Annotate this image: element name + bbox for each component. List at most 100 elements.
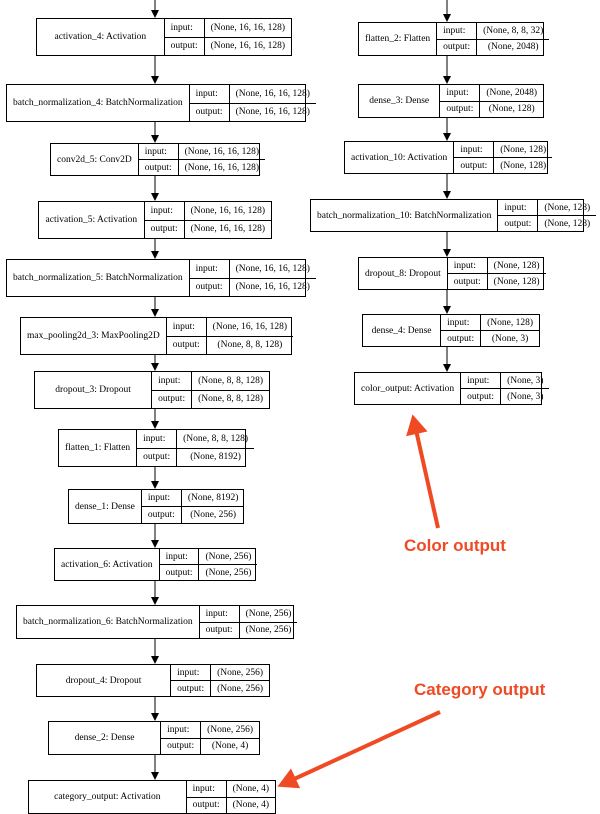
layer-label: category_output: Activation xyxy=(54,792,161,802)
io-values: (None, 128)(None, 3) xyxy=(480,315,539,346)
io-values: (None, 256) (None, 256) xyxy=(238,606,298,639)
output-key: output: xyxy=(161,737,201,755)
output-key: output: xyxy=(141,506,181,523)
input-shape: (None, 16, 16, 128) xyxy=(212,321,288,332)
layer-node-flatten-2: flatten_2: Flatten input:output: (None, 8,… xyxy=(358,22,550,56)
layer-label: dropout_3: Dropout xyxy=(55,385,131,395)
io-values: (None, 16, 16, 128)(None, 8, 8, 128) xyxy=(205,318,294,354)
input-key: input: xyxy=(195,88,218,99)
layer-node-dense-2: dense_2: Dense input:output:(None, 256)(N… xyxy=(48,721,260,755)
input-shape: (None, 256) xyxy=(217,667,263,678)
input-shape: (None, 8, 8, 32) xyxy=(483,25,544,36)
layer-label: dense_2: Dense xyxy=(74,733,135,743)
input-shape: (None, 256) xyxy=(245,608,292,619)
output-shape: (None, 128) xyxy=(487,273,546,289)
color-output-pointer-arrow xyxy=(406,414,440,529)
layer-label: dense_3: Dense xyxy=(369,96,430,106)
input-key: input: xyxy=(205,608,228,619)
input-key: input: xyxy=(453,260,476,271)
io-keys: input: output: xyxy=(446,258,487,289)
io-keys: input:output: xyxy=(460,373,501,404)
io-keys: input: output: xyxy=(140,490,181,523)
output-shape: (None, 128) xyxy=(538,215,597,231)
layer-label: batch_normalization_10: BatchNormalizati… xyxy=(317,210,492,221)
io-values: (None, 256)(None, 256) xyxy=(210,665,269,696)
layer-label: flatten_2: Flatten xyxy=(365,34,431,44)
input-shape: (None, 16, 16, 128) xyxy=(235,88,310,99)
output-key: output: xyxy=(437,38,477,56)
io-keys: input: output: xyxy=(170,665,211,696)
category-output-annotation: Category output xyxy=(414,680,546,699)
io-values: (None, 3)(None, 3) xyxy=(500,373,550,404)
io-keys: input:output: xyxy=(158,549,199,580)
output-key: output: xyxy=(159,564,199,580)
output-key: output: xyxy=(199,621,239,639)
io-keys: input:output: xyxy=(160,722,201,755)
input-key: input: xyxy=(447,317,470,328)
output-key: output: xyxy=(186,796,226,814)
io-keys: input:output: xyxy=(436,23,477,56)
layer-label: max_pooling2d_3: MaxPooling2D xyxy=(27,331,160,341)
input-key: input: xyxy=(460,144,483,155)
output-shape: (None, 8192) xyxy=(177,447,254,467)
layer-node-category-output: category_output: Activation input: output:… xyxy=(28,780,276,814)
output-key: output: xyxy=(138,159,178,175)
input-key: input: xyxy=(144,146,167,157)
output-key: output: xyxy=(171,680,211,696)
input-shape: (None, 128) xyxy=(544,202,591,213)
io-values: (None, 256)(None, 4) xyxy=(200,722,259,754)
input-key: input: xyxy=(158,375,181,386)
input-shape: (None, 128) xyxy=(500,144,547,155)
input-key: input: xyxy=(177,667,200,678)
input-shape: (None, 16, 16, 128) xyxy=(210,22,285,33)
output-shape: (None, 16, 16, 128) xyxy=(178,159,266,175)
layer-label: batch_normalization_5: BatchNormalizatio… xyxy=(13,273,183,283)
color-output-annotation: Color output xyxy=(404,536,506,555)
input-shape: (None, 8, 8, 128) xyxy=(183,433,248,444)
io-values: (None, 4)(None, 4) xyxy=(225,781,275,813)
io-values: (None, 16, 16, 128)(None, 16, 16, 128) xyxy=(183,202,271,239)
input-key: input: xyxy=(192,783,215,794)
layer-label: color_output: Activation xyxy=(361,383,455,394)
input-key: input: xyxy=(504,202,527,213)
output-key: output: xyxy=(144,219,184,239)
io-keys: input: output: xyxy=(163,19,204,56)
output-key: output: xyxy=(447,273,487,289)
io-values: (None, 16, 16, 128)(None, 16, 16, 128) xyxy=(228,260,316,296)
output-key: output: xyxy=(189,102,229,122)
io-values: (None, 128) (None, 128) xyxy=(537,200,597,231)
layer-label: dropout_4: Dropout xyxy=(65,675,142,686)
io-values: (None, 8, 8, 128) (None, 8, 8, 128) xyxy=(191,372,269,408)
output-shape: (None, 16, 16, 128) xyxy=(229,102,316,122)
input-key: input: xyxy=(147,493,171,503)
input-key: input: xyxy=(170,22,193,33)
output-key: output: xyxy=(137,447,177,467)
input-shape: (None, 8, 8, 128) xyxy=(198,375,263,386)
io-values: (None, 16, 16, 128)(None, 16, 16, 128) xyxy=(177,144,266,175)
layer-node-batch-normalization-6: batch_normalization_6: BatchNormalizatio… xyxy=(16,605,298,639)
output-shape: (None, 8, 8, 128) xyxy=(192,389,269,409)
output-key: output: xyxy=(152,389,192,409)
io-keys: input: output: xyxy=(137,144,178,175)
input-key: input: xyxy=(467,375,490,386)
io-keys: input: output: xyxy=(188,85,229,122)
output-shape: (None, 16, 16, 128) xyxy=(184,219,271,239)
output-key: output: xyxy=(164,36,204,56)
output-shape: (None, 256) xyxy=(239,621,298,639)
layer-label: activation_5: Activation xyxy=(45,215,138,225)
io-keys: input: output: xyxy=(198,606,239,639)
io-keys: input:output: xyxy=(497,200,538,231)
input-key: input: xyxy=(172,321,195,332)
io-values: (None, 128)(None, 128) xyxy=(493,142,553,173)
